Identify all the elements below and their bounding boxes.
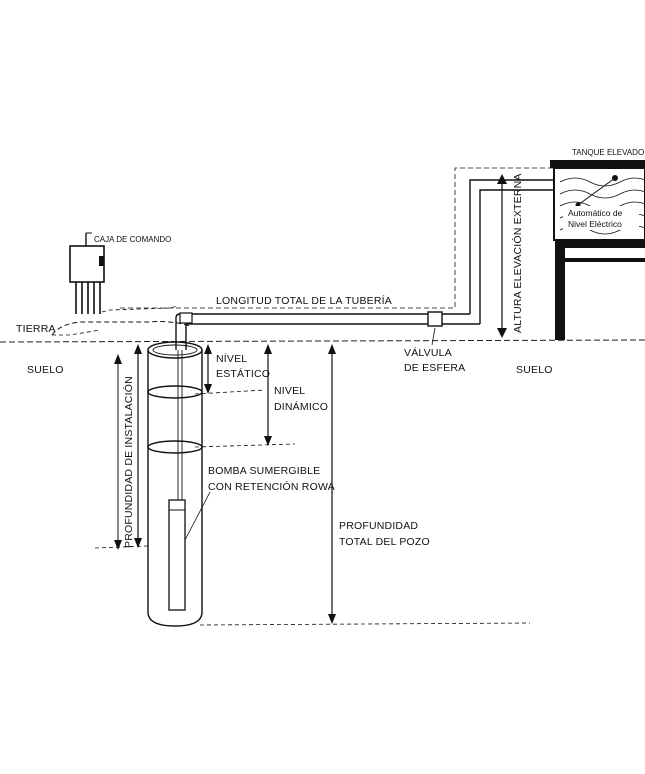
control-box-label: CAJA DE COMANDO — [94, 235, 171, 244]
pump-label-line1: BOMBA SUMERGIBLE — [208, 465, 320, 477]
soil-right-label: SUELO — [516, 364, 553, 376]
power-cable — [101, 305, 179, 313]
main-pipe — [175, 312, 480, 350]
pipe-length-reference — [120, 167, 560, 309]
external-height-label: ALTURA ELEVACIÓN EXTERNA — [511, 173, 524, 333]
total-depth-label-line2: TOTAL DEL POZO — [339, 536, 430, 548]
tank-label: TANQUE ELEVADO — [572, 148, 644, 157]
static-level-arrow — [204, 344, 212, 394]
elevated-tank — [550, 160, 645, 340]
auto-level-label-line1: Automático de — [568, 208, 623, 218]
auto-level-label-bg — [563, 206, 639, 230]
ground-label: TIERRA — [16, 323, 56, 335]
control-box — [69, 232, 105, 314]
ground-line — [0, 321, 645, 343]
level-lines — [94, 389, 531, 626]
auto-level-label-line2: Nivel Eléctrico — [568, 219, 622, 229]
install-depth-label: PROFUNDIDAD DE INSTALACIÓN — [122, 376, 135, 548]
pipe-length-label: LONGITUD TOTAL DE LA TUBERÍA — [216, 294, 392, 307]
static-level-label-line1: NÍVEL — [216, 352, 247, 365]
total-depth-arrow — [328, 344, 336, 624]
submersible-pump — [168, 491, 211, 611]
valve-label-line2: DE ESFERA — [404, 362, 465, 374]
soil-left-label: SUELO — [27, 364, 64, 376]
dynamic-level-arrow — [264, 344, 272, 446]
ball-valve — [427, 311, 443, 346]
total-depth-label-line1: PROFUNDIDAD — [339, 520, 418, 532]
dynamic-level-label-line1: NIVEL — [274, 385, 305, 397]
static-level-label-line2: ESTÁTICO — [216, 367, 270, 380]
pump-label-line2: CON RETENCIÓN ROWA — [208, 480, 335, 493]
external-height-arrow — [497, 174, 507, 338]
install-depth-arrow — [114, 344, 142, 550]
riser-pipe — [469, 179, 560, 324]
valve-label-line1: VÁLVULA — [404, 346, 452, 359]
dynamic-level-label-line2: DINÁMICO — [274, 400, 328, 413]
